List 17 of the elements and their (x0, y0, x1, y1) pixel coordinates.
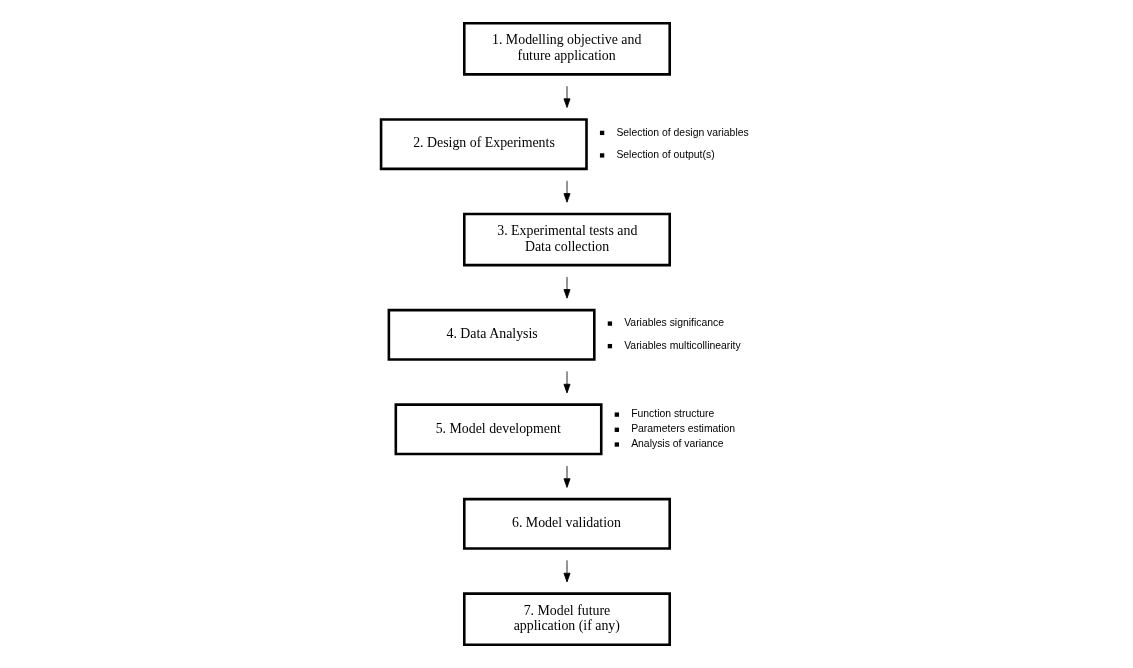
node-label: Selection of design variables (615, 126, 749, 138)
node-label: Analysis of variance (630, 438, 724, 450)
node-label: Variables multicollinearity (623, 339, 741, 351)
arrow (563, 560, 570, 583)
node-label: Parameters estimation (630, 423, 735, 435)
node-label: Function structure (630, 408, 714, 420)
node-box: 3. Experimental tests and Data collection (462, 212, 671, 267)
node-box: 6. Model validation (462, 497, 671, 550)
arrow (563, 276, 570, 299)
arrow (563, 465, 570, 488)
node-box: 7. Model future application (if any) (462, 592, 671, 647)
arrow (563, 85, 570, 108)
arrow (563, 370, 570, 394)
node-box: 1. Modelling objective and future application (462, 21, 671, 76)
node-label: Variables significance (623, 317, 724, 329)
node-label: Selection of output(s) (615, 149, 715, 161)
arrow (563, 180, 570, 203)
